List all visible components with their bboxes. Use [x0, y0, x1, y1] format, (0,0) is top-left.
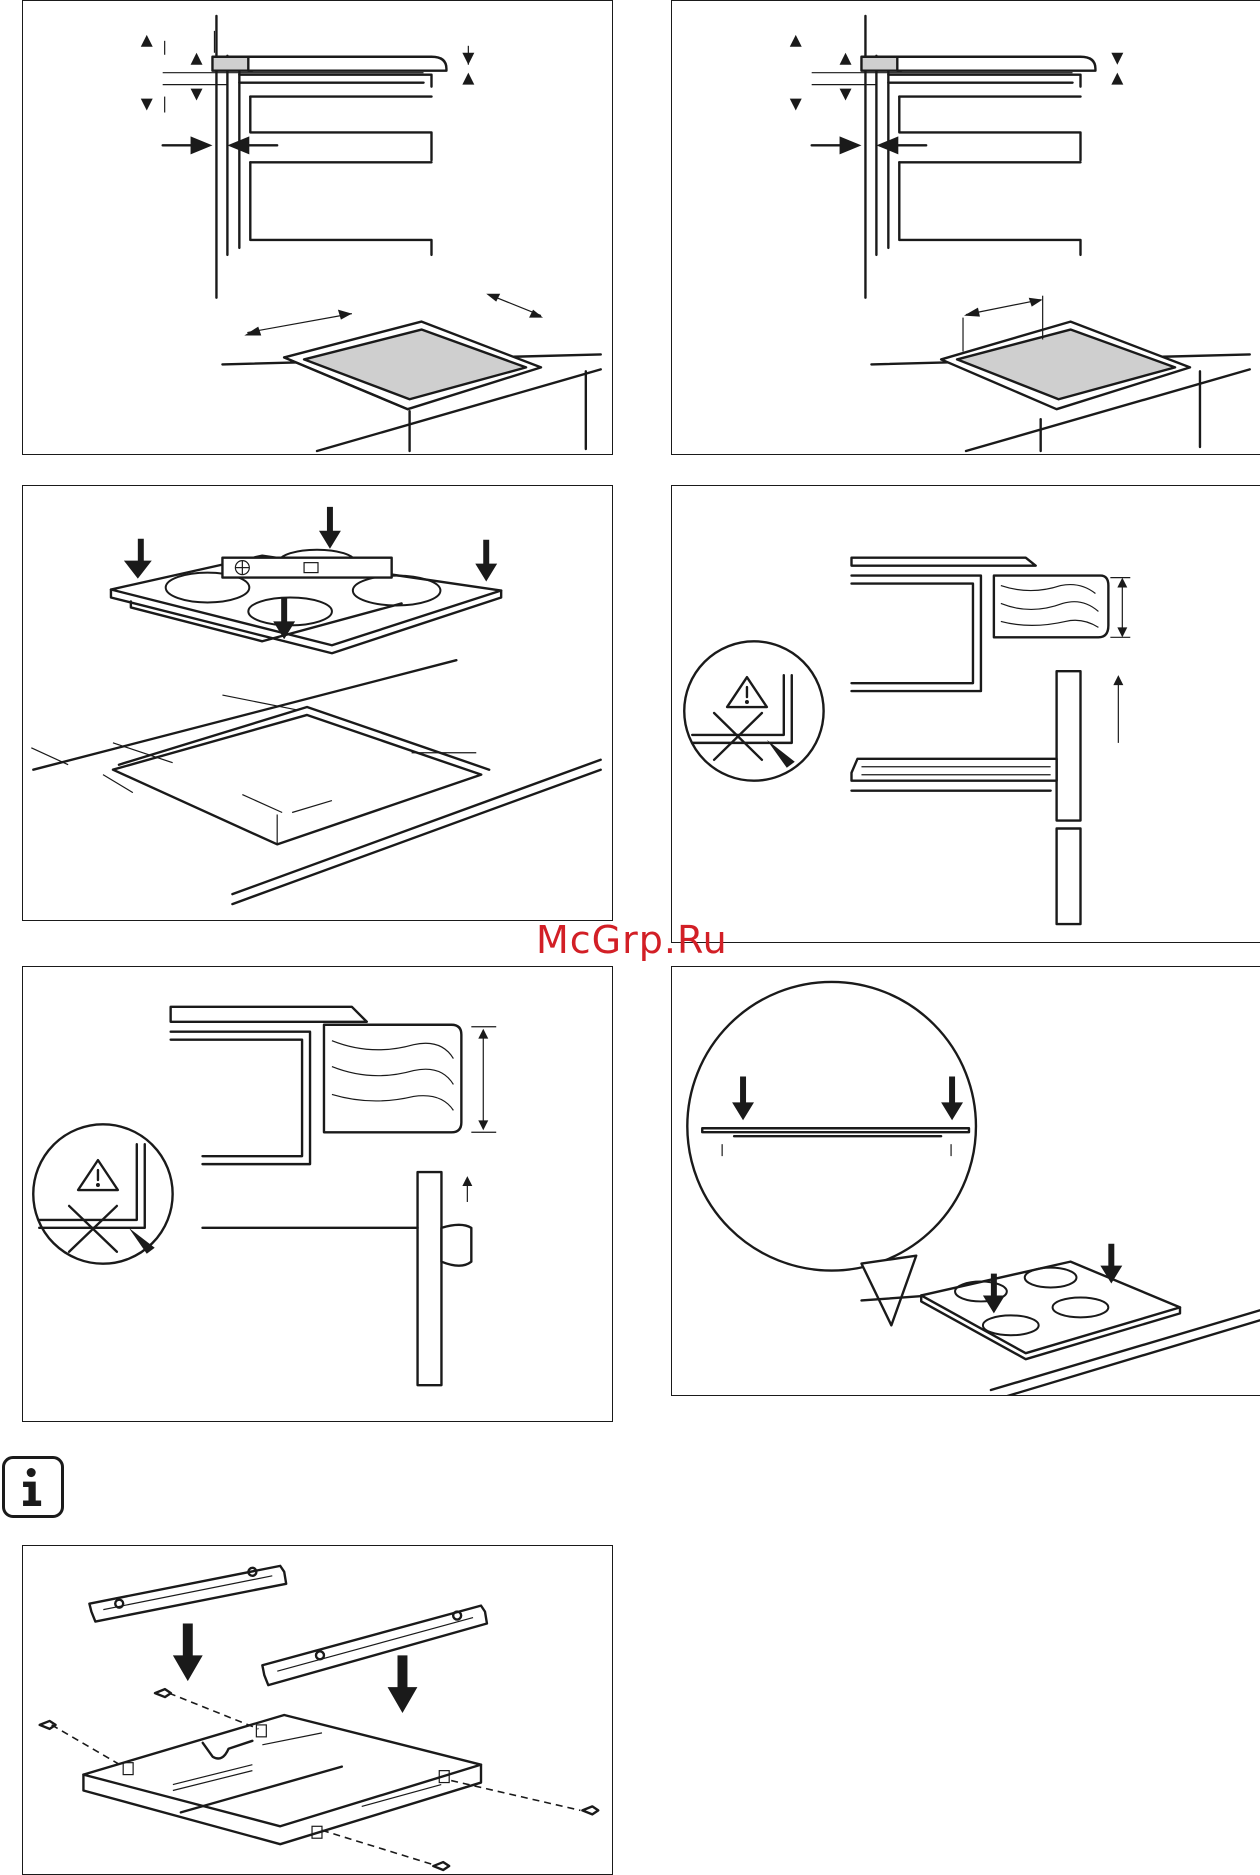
figure-hob-flush-clearances [22, 0, 613, 455]
figure-wood-worktop-door [22, 966, 613, 1422]
figure-wood-worktop-drawer [671, 485, 1260, 943]
figure-drawing [23, 1, 612, 454]
figure-drawing [23, 1546, 612, 1874]
figure-drawing [23, 486, 612, 920]
figure-drawing [672, 967, 1260, 1395]
info-icon [2, 1456, 64, 1518]
figure-hob-cutout-seal [22, 485, 613, 921]
figure-drawing [672, 1, 1260, 454]
figure-hob-surface-clearances [671, 0, 1260, 455]
info-glyph-icon [5, 1459, 61, 1515]
watermark-text: McGrp.Ru [536, 918, 728, 962]
figure-protection-box-assembly [22, 1545, 613, 1875]
figure-drawing [23, 967, 612, 1421]
figure-drawing [672, 486, 1260, 942]
figure-hob-seal-detail [671, 966, 1260, 1396]
